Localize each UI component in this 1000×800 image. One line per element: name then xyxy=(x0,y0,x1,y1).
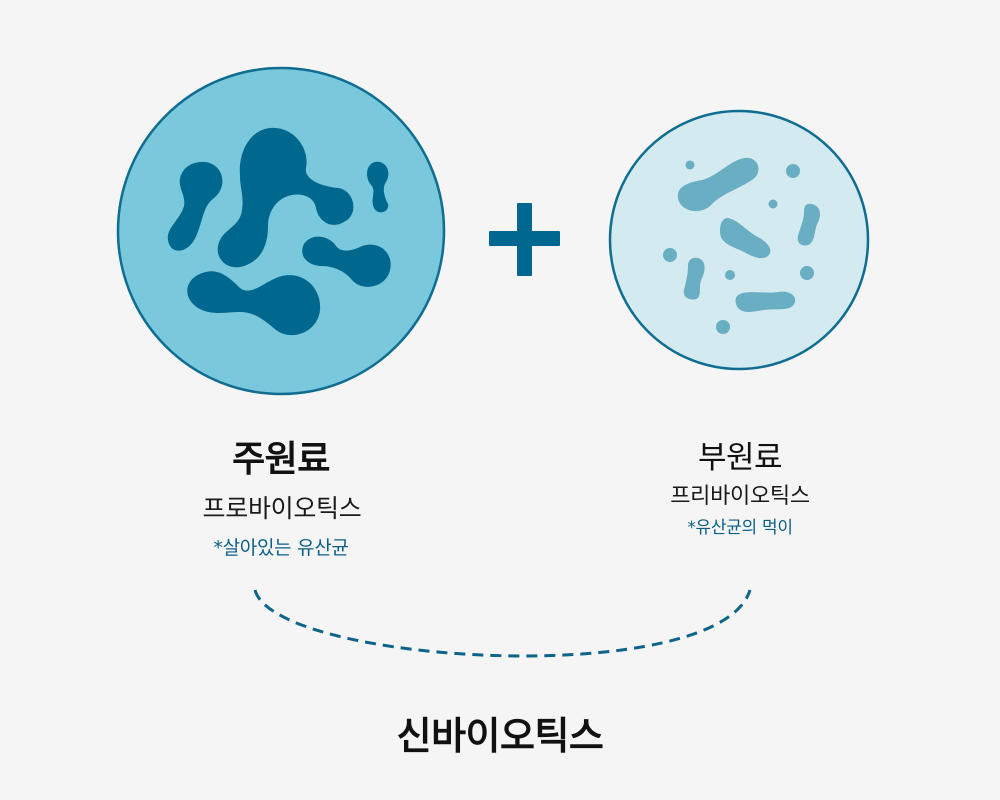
prebiotic-particles-icon xyxy=(608,109,870,371)
left-note: *살아있는 유산균 xyxy=(213,537,349,559)
left-subtitle: 프로바이오틱스 xyxy=(202,494,362,523)
right-note: *유산균의 먹이 xyxy=(687,518,793,538)
connector-dashed-arc xyxy=(253,589,752,658)
right-subtitle: 프리바이오틱스 xyxy=(670,484,810,509)
right-title: 부원료 xyxy=(697,440,783,476)
probiotic-bacteria-icon xyxy=(116,66,446,396)
left-title: 주원료 xyxy=(232,439,330,480)
plus-icon xyxy=(489,203,560,276)
result-title: 신바이오틱스 xyxy=(396,714,604,758)
